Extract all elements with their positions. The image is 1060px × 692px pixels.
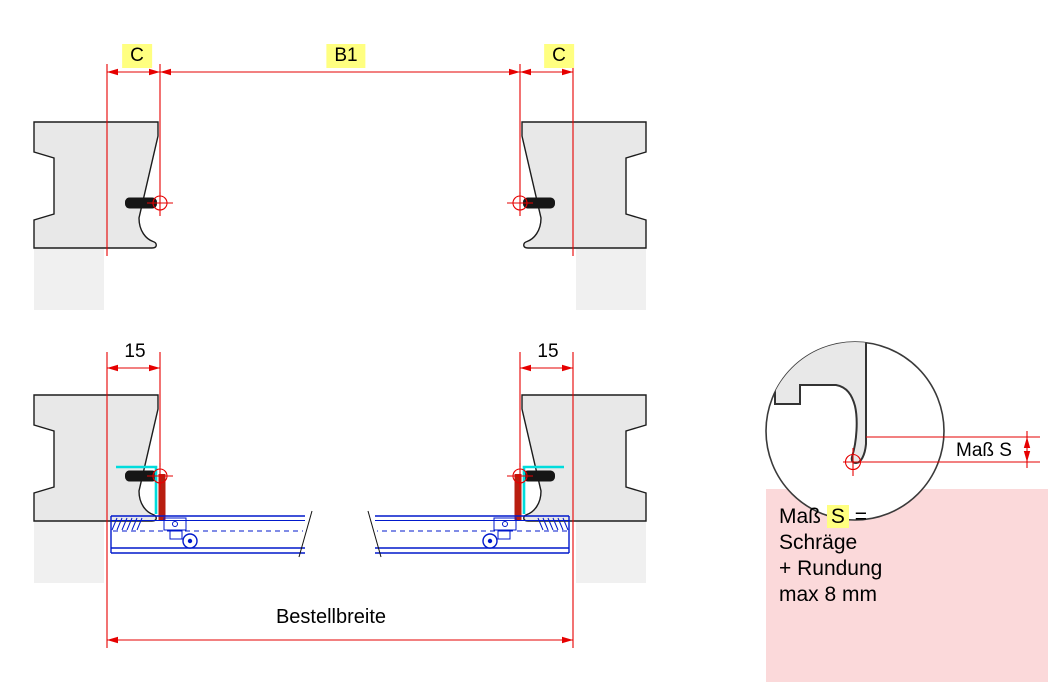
note-highlight-s: S: [826, 505, 849, 528]
note-line-1-suffix: =: [848, 505, 867, 528]
detail-dimension-s: [843, 431, 1040, 476]
bottom-dimension-lines: [106, 352, 574, 648]
reference-point-marks-bottom: [147, 463, 533, 490]
note-line-1: Maß S =: [779, 504, 1038, 530]
dim-label-c-right: C: [544, 44, 574, 68]
note-line-2: Schräge: [779, 531, 858, 554]
frame-profile-top-right: [521, 121, 647, 311]
frame-profile-bottom-right: [521, 394, 647, 584]
dim-label-b1: B1: [326, 44, 366, 68]
panel-edge-right: [514, 474, 522, 520]
frame-profile-bottom-left: [33, 394, 159, 584]
dim-label-mass-s: Maß S: [956, 440, 1012, 461]
reference-point-marks-top: [147, 192, 533, 216]
bottom-section: [33, 352, 647, 648]
note-box: Maß S = Schräge + Rundung max 8 mm: [766, 489, 1048, 682]
note-line-1-prefix: Maß: [779, 505, 827, 528]
frame-profile-top-left: [33, 121, 159, 311]
dim-label-15-left: 15: [124, 341, 146, 362]
top-section: [33, 64, 647, 311]
dim-label-15-right: 15: [537, 341, 559, 362]
detail-section: [765, 341, 1048, 682]
dim-label-c-left: C: [122, 44, 152, 68]
panel-edge-left: [158, 474, 166, 520]
note-line-3: + Rundung: [779, 557, 883, 580]
note-line-4: max 8 mm: [779, 583, 878, 606]
dim-label-bestellbreite: Bestellbreite: [275, 606, 387, 628]
note-background: [766, 489, 1048, 682]
seal-profile-left: [116, 465, 158, 514]
seal-profile-right: [522, 465, 564, 514]
top-dimension-lines: [106, 64, 574, 256]
